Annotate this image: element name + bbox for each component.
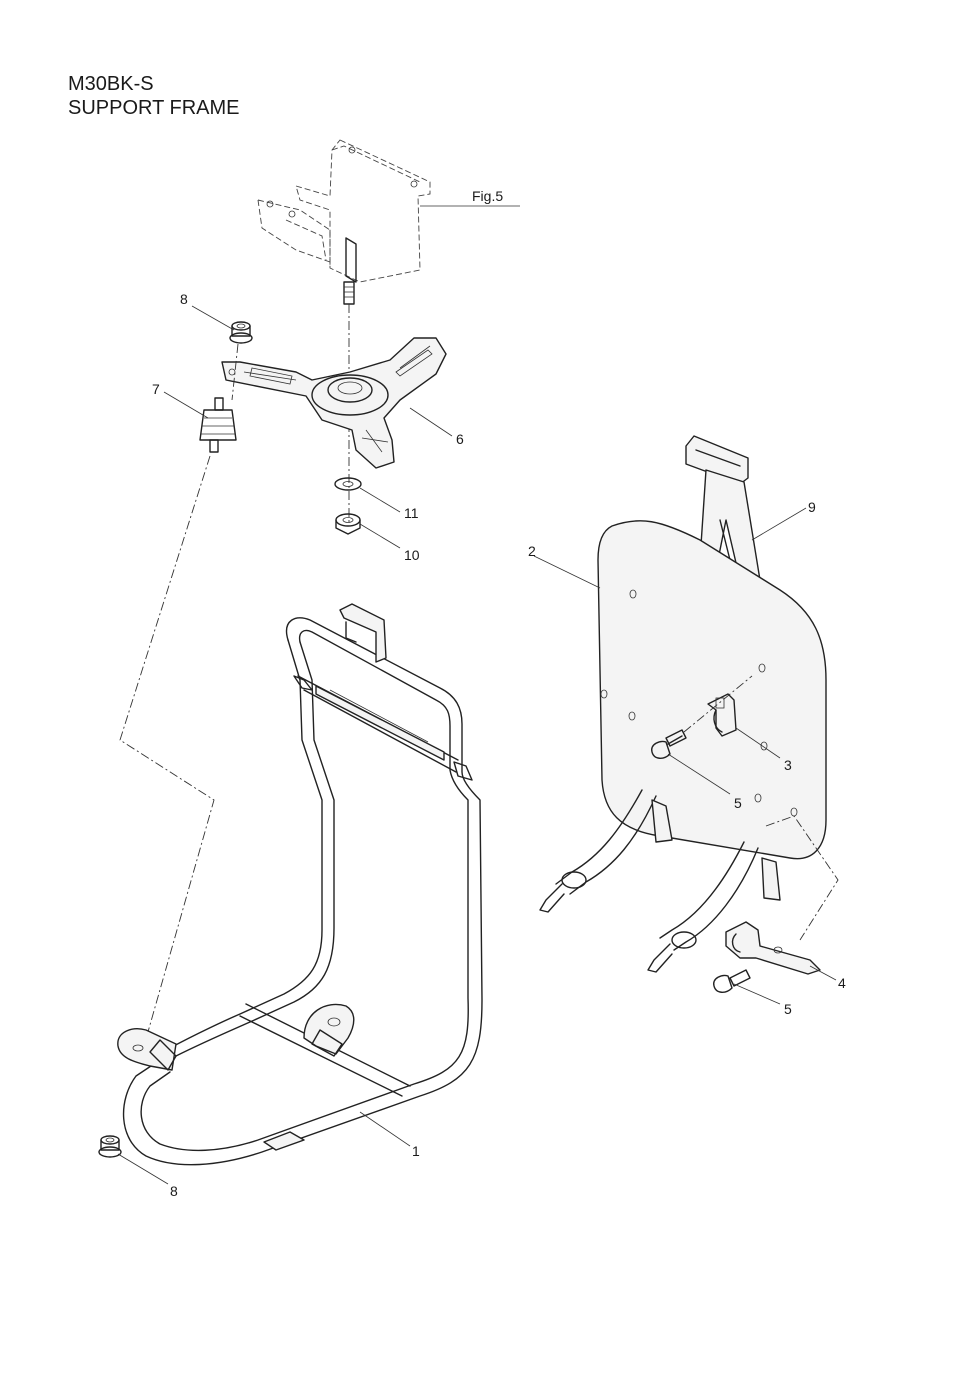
- part-11-washer: [334, 477, 362, 491]
- callout-5-lower: 5: [784, 1001, 792, 1017]
- section-title: SUPPORT FRAME: [68, 97, 240, 119]
- callout-9: 9: [808, 499, 816, 515]
- part-7-rubber-damper: [199, 397, 237, 453]
- shoulder-straps: [539, 789, 781, 973]
- callout-3: 3: [784, 757, 792, 773]
- callout-8-top: 8: [180, 291, 188, 307]
- figure-ref-label: Fig.5: [472, 188, 503, 204]
- callout-8-bottom: 8: [170, 1183, 178, 1199]
- part-2-back-pad: [597, 520, 827, 860]
- callout-5-upper: 5: [734, 795, 742, 811]
- part-4-bracket: [725, 921, 821, 975]
- callout-4: 4: [838, 975, 846, 991]
- leader-lines: [117, 305, 837, 1185]
- part-1-support-frame: [117, 603, 483, 1166]
- part-5-bolt-lower: [713, 969, 751, 993]
- model-title: M30BK-S: [68, 73, 154, 95]
- assembly-line-7-to-8: [119, 455, 215, 1061]
- part-8-flange-nut-top: [229, 321, 253, 344]
- callout-10: 10: [404, 547, 420, 563]
- part-5-bolt-upper: [651, 729, 687, 759]
- part-10-hex-nut: [335, 513, 361, 535]
- callout-6: 6: [456, 431, 464, 447]
- fig5-reference-bracket: [257, 139, 520, 305]
- part-8-flange-nut-bottom: [98, 1135, 122, 1158]
- part-6-mount-plate: [221, 337, 447, 469]
- callout-2: 2: [528, 543, 536, 559]
- callout-1: 1: [412, 1143, 420, 1159]
- callout-11: 11: [404, 505, 419, 521]
- callout-7: 7: [152, 381, 160, 397]
